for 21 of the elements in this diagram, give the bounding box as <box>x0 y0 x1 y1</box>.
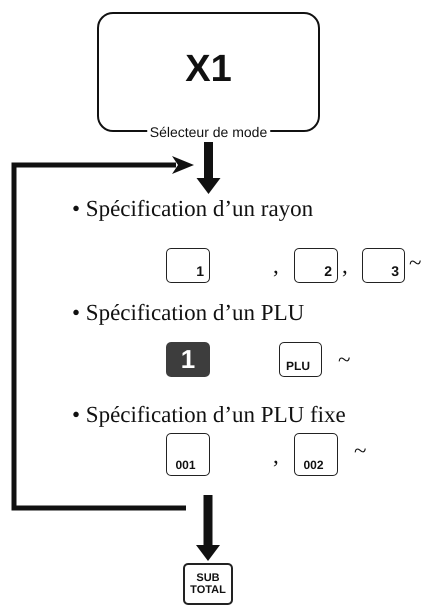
bullet-text: • Spécification d’un rayon <box>72 196 332 226</box>
key: 002 <box>294 433 338 476</box>
bullet-text: • Spécification d’un PLU <box>72 300 304 326</box>
numeric-key: 1 <box>166 342 210 377</box>
key: 1 <box>166 248 210 283</box>
punctuation-mark: ~ <box>354 438 366 464</box>
key: 2 <box>294 248 338 283</box>
key: SUB TOTAL <box>183 563 233 605</box>
arrow <box>196 142 220 194</box>
bullet-text: • Spécification d’un PLU fixe <box>72 402 346 428</box>
punctuation-mark: , <box>273 253 279 279</box>
key: 3 <box>362 248 405 283</box>
mode-label: X1 <box>184 48 233 91</box>
key: 001 <box>166 433 210 476</box>
punctuation-mark: ~ <box>409 250 422 276</box>
arrow <box>196 495 220 561</box>
mode-selector-label: Sélecteur de mode <box>146 124 270 140</box>
punctuation-mark: , <box>273 443 279 469</box>
punctuation-mark: ~ <box>338 347 350 373</box>
key: PLU <box>279 342 322 377</box>
punctuation-mark: , <box>342 253 348 279</box>
